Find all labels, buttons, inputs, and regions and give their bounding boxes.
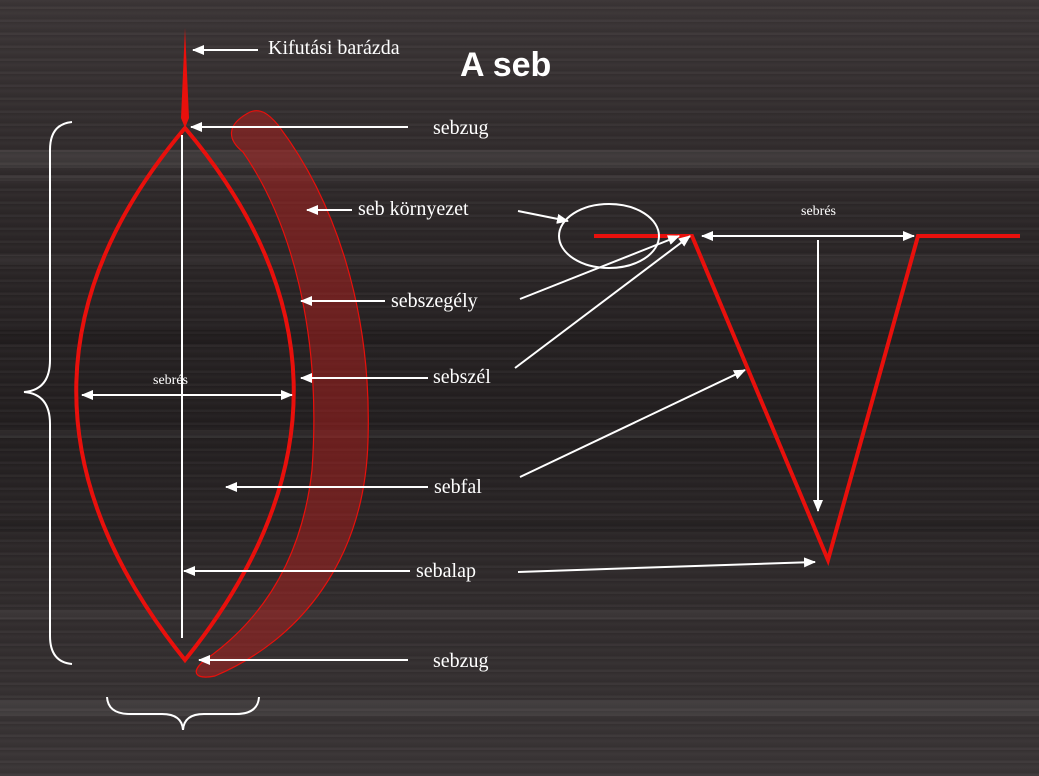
label-sebzug-bottom: sebzug [433,650,489,672]
label-sebfal: sebfal [434,476,482,498]
label-sebres-left: sebrés [153,373,188,388]
wound-edge-ellipse [558,203,660,269]
arrow-sebalap-right [517,557,816,573]
arrow-seb-kornyezet-right [517,210,569,224]
length-brace [23,121,73,665]
label-sebszegely: sebszegély [391,290,478,312]
label-seb-kornyezet: seb környezet [358,198,469,220]
label-sebres-right: sebrés [801,204,836,219]
arrow-sebszegely-right [519,235,680,300]
wound-cross-section [594,234,1020,567]
tail-groove [181,28,189,128]
wound-outline [74,124,296,664]
label-kifutasi-barazda: Kifutási barázda [268,37,400,59]
wound-surroundings-halo [195,110,369,678]
page-title: A seb [460,46,552,84]
label-sebzug-top: sebzug [433,117,489,139]
arrow-sebfal-right [519,369,746,478]
label-sebszel: sebszél [433,366,491,388]
arrow-sebszel-right [514,235,691,369]
label-sebalap: sebalap [416,560,476,582]
width-brace [106,696,260,731]
